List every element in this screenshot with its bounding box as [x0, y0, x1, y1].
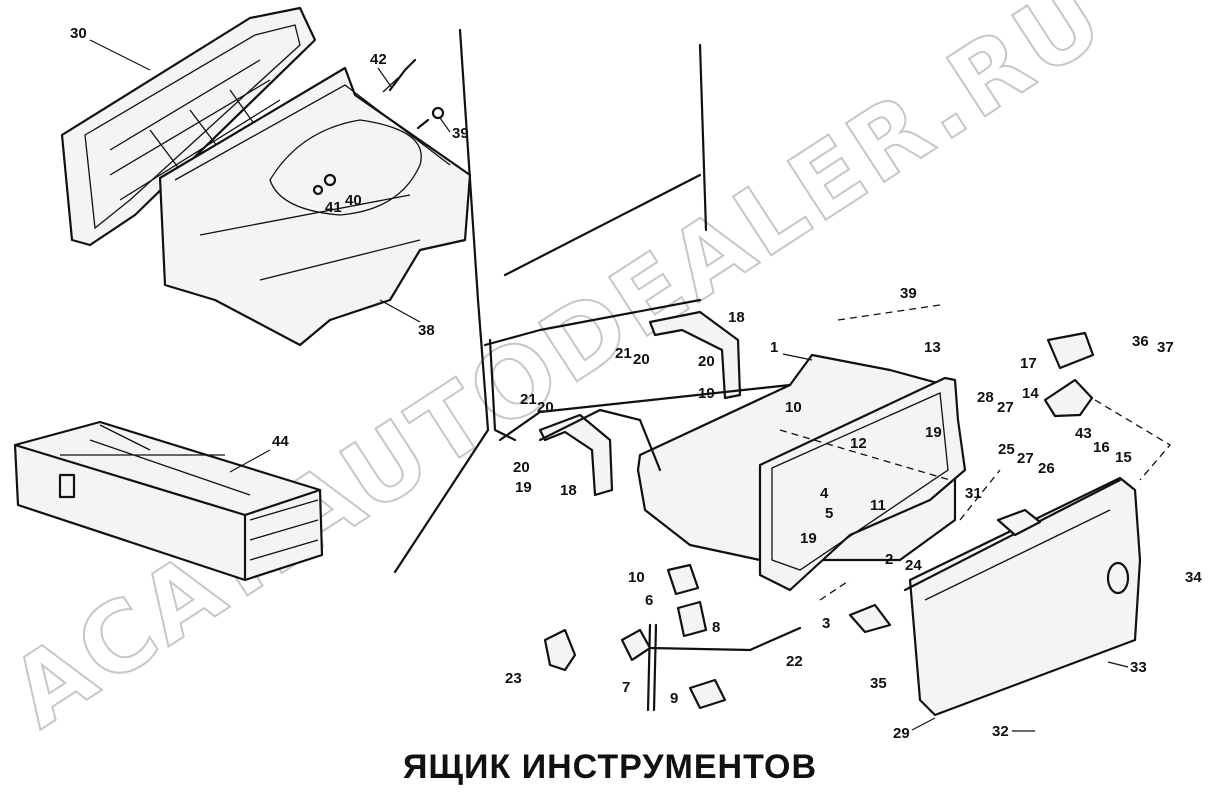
callout-24: 24 [905, 557, 922, 574]
part-6-8-clips [666, 563, 708, 638]
part-14-hinge [1043, 378, 1094, 418]
part-40-41-nut-washer [312, 173, 337, 196]
part-22-cable [620, 626, 802, 662]
diagram-title: ЯЩИК ИНСТРУМЕНТОВ [402, 748, 818, 786]
callout-27-lower: 27 [1017, 450, 1034, 467]
part-9-clip [688, 678, 727, 710]
callout-14: 14 [1022, 385, 1039, 402]
part-17-bumper [1046, 331, 1095, 370]
callout-2: 2 [885, 551, 893, 568]
part-39-bolt-upper [416, 106, 445, 130]
part-29-door [903, 476, 1142, 717]
part-7-rod [646, 623, 658, 712]
callout-23: 23 [505, 670, 522, 687]
callout-6: 6 [645, 592, 653, 609]
part-31-latch [996, 508, 1042, 537]
callout-16: 16 [1093, 439, 1110, 456]
callout-19-mid: 19 [800, 530, 817, 547]
callout-21-lower: 21 [520, 391, 537, 408]
callout-26: 26 [1038, 460, 1055, 477]
callout-30: 30 [70, 25, 87, 42]
callout-31: 31 [965, 485, 982, 502]
callout-7: 7 [622, 679, 630, 696]
assembly-lines [779, 304, 1171, 601]
callout-34: 34 [1185, 569, 1202, 586]
callout-20-upper: 20 [633, 351, 650, 368]
callout-15: 15 [1115, 449, 1132, 466]
part-18-bracket-lower [538, 413, 614, 497]
callout-40: 40 [345, 192, 362, 209]
callout-38: 38 [418, 322, 435, 339]
callout-44: 44 [272, 433, 289, 450]
part-lid-frame [758, 376, 967, 592]
callout-43: 43 [1075, 425, 1092, 442]
callout-9: 9 [670, 690, 678, 707]
callout-19-lower: 19 [515, 479, 532, 496]
callout-33: 33 [1130, 659, 1147, 676]
callout-32: 32 [992, 723, 1009, 740]
callout-3: 3 [822, 615, 830, 632]
callout-35: 35 [870, 675, 887, 692]
callout-29: 29 [893, 725, 910, 742]
part-38-upper-box [158, 66, 472, 347]
part-42-hose [382, 58, 417, 93]
callout-39-lower: 39 [900, 285, 917, 302]
callout-18-lower: 18 [560, 482, 577, 499]
callout-28: 28 [977, 389, 994, 406]
callout-19-upper: 19 [698, 385, 715, 402]
callout-20-lower: 20 [537, 399, 554, 416]
callout-41: 41 [325, 199, 342, 216]
callout-36: 36 [1132, 333, 1149, 350]
part-30-lid [60, 6, 317, 247]
callout-21-upper: 21 [615, 345, 632, 362]
part-18-bracket-upper [648, 310, 742, 400]
callout-19-right: 19 [925, 424, 942, 441]
callout-25: 25 [998, 441, 1015, 458]
callout-5: 5 [825, 505, 833, 522]
callout-22: 22 [786, 653, 803, 670]
callout-17: 17 [1020, 355, 1037, 372]
callout-11: 11 [870, 497, 886, 514]
cab-wall [393, 28, 708, 574]
callout-20-mid: 20 [513, 459, 530, 476]
part-44-toolbox [13, 420, 324, 582]
callout-8: 8 [712, 619, 720, 636]
callout-10-upper: 10 [785, 399, 802, 416]
callout-13: 13 [924, 339, 941, 356]
callout-1: 1 [770, 339, 778, 356]
callout-4: 4 [820, 485, 829, 502]
callout-42: 42 [370, 51, 387, 68]
callout-27-upper: 27 [997, 399, 1014, 416]
callout-37: 37 [1157, 339, 1174, 356]
callout-39: 39 [452, 125, 469, 142]
callout-labels: 30 42 39 40 41 38 44 18 21 20 19 1 13 39… [70, 25, 1202, 742]
callout-20-upper-b: 20 [698, 353, 715, 370]
part-3-bracket [848, 603, 892, 634]
part-23-knob [543, 628, 577, 672]
callout-12: 12 [850, 435, 867, 452]
callout-10-lower: 10 [628, 569, 645, 586]
callout-18-upper: 18 [728, 309, 745, 326]
